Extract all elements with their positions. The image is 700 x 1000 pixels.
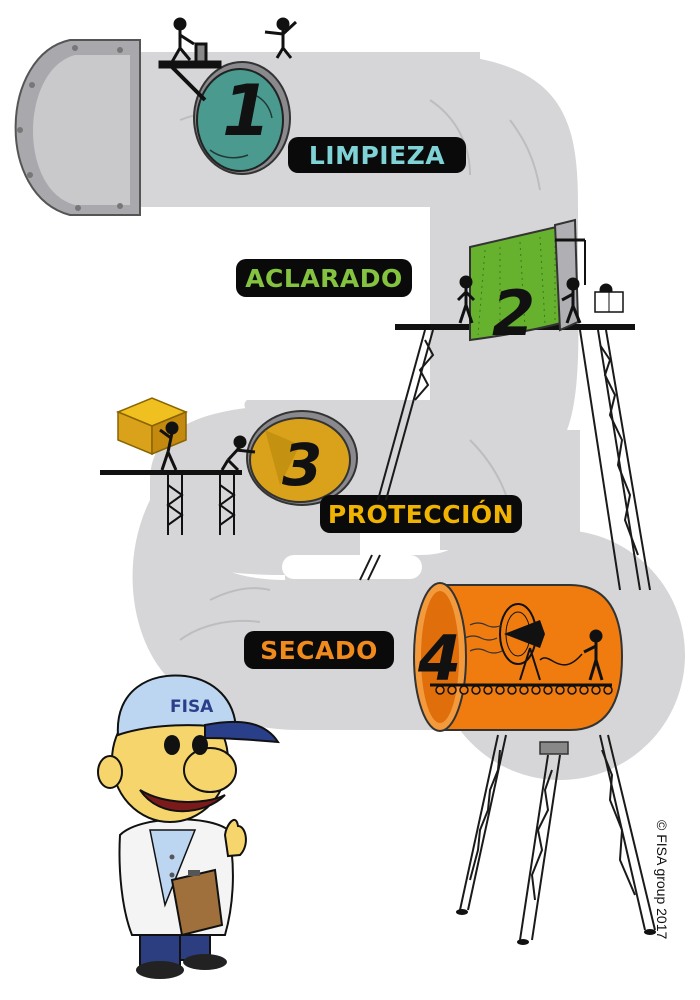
stage-2-label-text: ACLARADO	[245, 264, 403, 293]
stage-1-label-text: LIMPIEZA	[309, 141, 445, 170]
conveyor-roller	[483, 685, 493, 695]
tower-cap	[539, 741, 569, 755]
stage-2-label: ACLARADO	[236, 259, 412, 297]
conveyor-roller	[531, 685, 541, 695]
conveyor-roller	[543, 685, 553, 695]
copyright-text: © FISA group 2017	[654, 820, 670, 939]
conveyor-roller	[459, 685, 469, 695]
stage-3-number: 3	[282, 431, 322, 499]
mascot-cap-text: FISA	[170, 697, 214, 717]
conveyor-roller	[471, 685, 481, 695]
conveyor-roller	[435, 685, 445, 695]
conveyor-roller	[495, 685, 505, 695]
conveyor-roller	[555, 685, 565, 695]
conveyor-roller	[519, 685, 529, 695]
stage-1-label: LIMPIEZA	[288, 137, 466, 173]
stage-1-porthole: 1	[193, 61, 291, 175]
stage-4-number: 4	[417, 622, 461, 695]
mascot: FISA	[97, 674, 280, 979]
conveyor-roller	[603, 685, 613, 695]
stage-1-workers	[158, 17, 298, 102]
conveyor-roller	[567, 685, 577, 695]
conveyor-roller	[591, 685, 601, 695]
conveyor-roller	[507, 685, 517, 695]
stage-4-label: SECADO	[244, 631, 394, 669]
stage-3-hatch: 3	[100, 397, 358, 535]
pipe-end-cap	[14, 39, 141, 216]
stage-3-label: PROTECCIÓN	[320, 495, 522, 533]
stage-3-label-text: PROTECCIÓN	[328, 499, 514, 529]
support-towers	[359, 329, 656, 941]
stage-2-number: 2	[492, 277, 535, 350]
stage-1-number: 1	[222, 70, 271, 152]
conveyor-roller	[447, 685, 457, 695]
conveyor-roller	[579, 685, 589, 695]
stage-4-tunnel: 4	[413, 582, 624, 732]
stage-4-label-text: SECADO	[260, 636, 378, 665]
stage-2-booth: 2	[395, 218, 635, 350]
